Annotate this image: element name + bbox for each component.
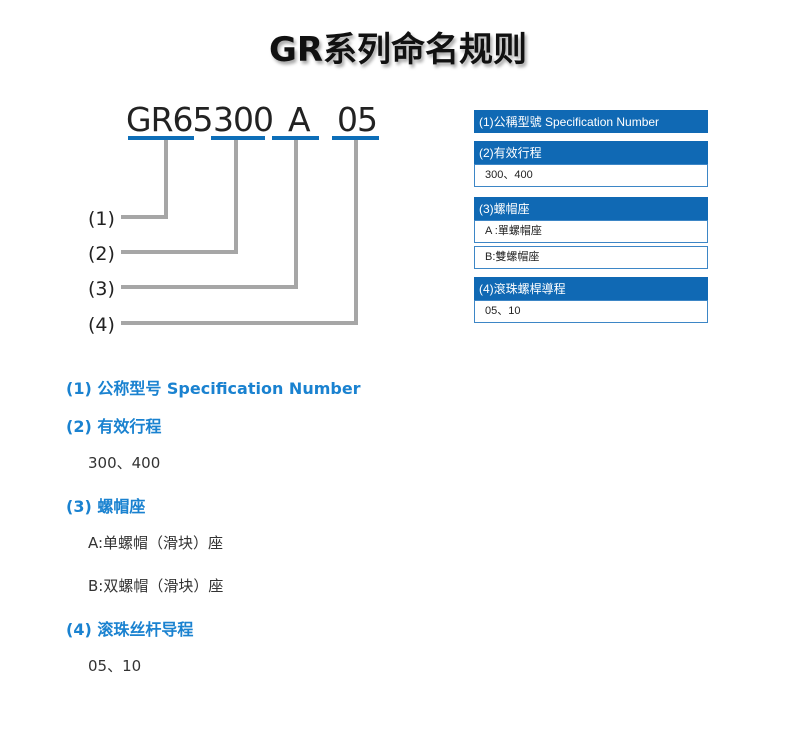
- code-part-stroke: 300: [213, 100, 274, 139]
- connector-line-3: [121, 140, 298, 289]
- underline-lead: [332, 136, 379, 140]
- section-heading-1: (1) 公称型号 Specification Number: [66, 379, 361, 398]
- section-item-nut-b: B:双螺帽（滑块）座: [88, 577, 224, 595]
- label-4: (4): [88, 314, 115, 336]
- code-part-lead: 05: [337, 100, 378, 139]
- section-heading-4: (4) 滚珠丝杆导程: [66, 620, 194, 639]
- code-part-model: GR65: [126, 100, 213, 139]
- page-title: GR系列命名规则: [268, 30, 528, 70]
- spec-head-1: (1)公稱型號 Specification Number: [474, 110, 708, 133]
- spec-table: (1)公稱型號 Specification Number (2)有效行程 300…: [474, 110, 708, 323]
- spec-head-2: (2)有效行程: [474, 141, 708, 164]
- connector-line-4: [121, 140, 358, 325]
- section-heading-2: (2) 有效行程: [66, 417, 162, 436]
- underline-nut: [272, 136, 319, 140]
- spec-row-nut-a: A :單螺帽座: [474, 220, 708, 243]
- spec-head-3: (3)螺帽座: [474, 197, 708, 220]
- spec-row-lead: 05、10: [474, 300, 708, 323]
- underline-stroke: [211, 136, 265, 140]
- label-1: (1): [88, 208, 115, 230]
- label-2: (2): [88, 243, 115, 265]
- section-item-nut-a: A:单螺帽（滑块）座: [88, 534, 224, 552]
- code-part-nut: A: [288, 100, 311, 139]
- underline-model: [128, 136, 194, 140]
- spec-row-nut-b: B:雙螺帽座: [474, 246, 708, 269]
- section-item-stroke: 300、400: [88, 454, 161, 472]
- spec-head-4: (4)滾珠螺桿導程: [474, 277, 708, 300]
- spec-row-stroke: 300、400: [474, 164, 708, 187]
- section-heading-3: (3) 螺帽座: [66, 497, 146, 516]
- connector-line-1: [121, 140, 168, 219]
- label-3: (3): [88, 278, 115, 300]
- section-item-lead: 05、10: [88, 657, 142, 675]
- connector-line-2: [121, 140, 238, 254]
